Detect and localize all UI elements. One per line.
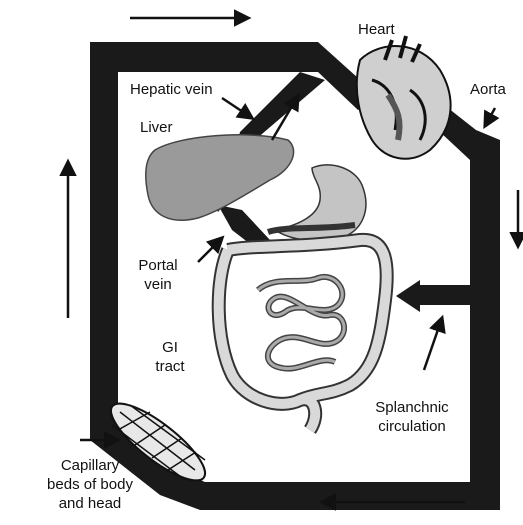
label-aorta: Aorta	[470, 80, 506, 99]
liver-illustration	[146, 135, 294, 220]
label-gi-tract-line1: GI	[150, 338, 190, 357]
label-liver: Liver	[140, 118, 173, 137]
label-splanchnic-line2: circulation	[362, 417, 462, 436]
label-capillary-line3: and head	[20, 494, 160, 513]
label-portal-vein-line2: vein	[130, 275, 186, 294]
label-heart: Heart	[358, 20, 395, 39]
heart-illustration	[357, 36, 451, 159]
splanchnic-artery	[420, 285, 470, 305]
label-hepatic-vein: Hepatic vein	[130, 80, 213, 99]
label-capillary-line1: Capillary	[20, 456, 160, 475]
aorta-descending	[440, 108, 500, 510]
label-splanchnic-circulation: Splanchnic circulation	[362, 398, 462, 436]
pointer-splanchnic	[424, 318, 442, 370]
label-capillary-beds: Capillary beds of body and head	[20, 456, 160, 513]
label-capillary-line2: beds of body	[20, 475, 160, 494]
label-gi-tract-line2: tract	[150, 357, 190, 376]
pointer-hepatic-vein	[222, 98, 252, 118]
splanchnic-arrowhead	[396, 280, 420, 312]
label-gi-tract: GI tract	[150, 338, 190, 376]
label-portal-vein: Portal vein	[130, 256, 186, 294]
label-splanchnic-line1: Splanchnic	[362, 398, 462, 417]
pointer-aorta	[485, 108, 495, 126]
label-portal-vein-line1: Portal	[130, 256, 186, 275]
